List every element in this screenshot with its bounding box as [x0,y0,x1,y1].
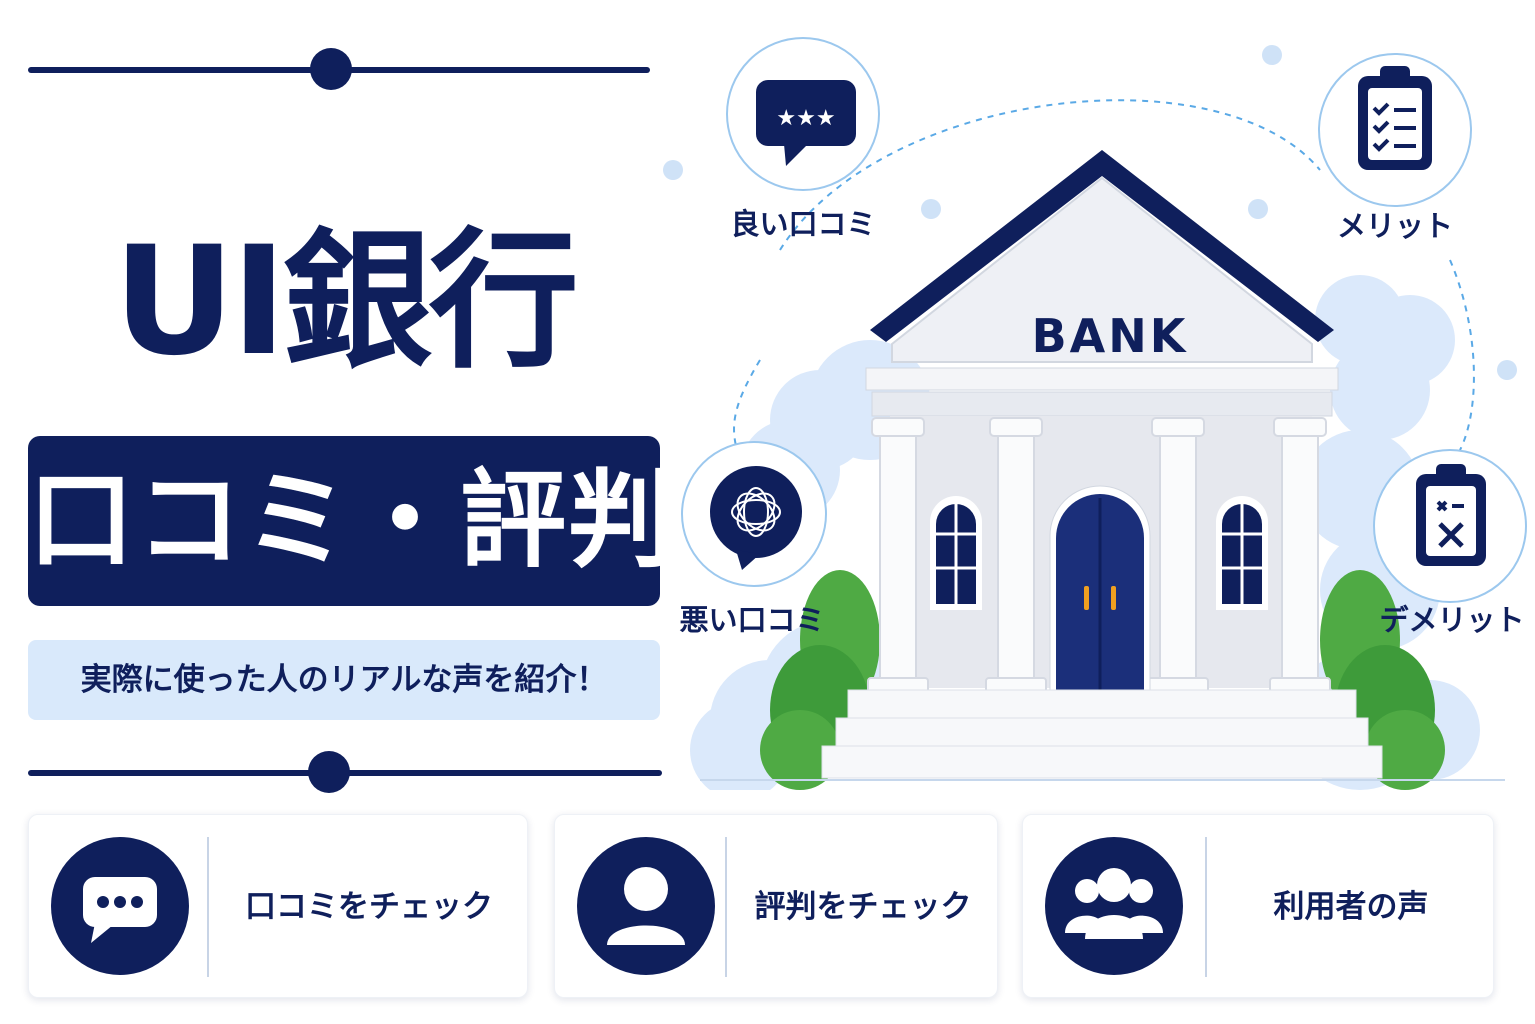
divider-knob [310,48,352,90]
bank-columns [867,417,1331,693]
group-icon [1045,837,1183,975]
bottom-divider [28,751,662,793]
user-icon [577,837,715,975]
card-label: 口コミをチェック [245,889,493,925]
card-separator [1205,837,1207,977]
tagline-text: 実際に使った人のリアルな声を紹介！ [80,662,608,698]
deco-dot [1248,199,1268,219]
badge-label-bad-reviews: 悪い口コミ [679,603,824,637]
badge-label-good-reviews: 良い口コミ [730,207,875,241]
checklist-clipboard-icon [1358,66,1432,170]
card-separator [725,837,727,977]
page-title: UI銀行 [113,215,579,389]
subtitle-text: 口コミ・評判 [28,459,676,582]
tagline-banner: 実際に使った人のリアルな声を紹介！ [28,640,660,720]
svg-text:★★★: ★★★ [776,106,835,131]
bank-window-right [1216,496,1268,610]
deco-dot [1497,360,1517,380]
card-label: 評判をチェック [754,889,972,925]
bank-steps [821,689,1383,779]
check-reputation-card[interactable]: 評判をチェック [554,814,998,998]
subtitle-banner: 口コミ・評判 [28,436,676,606]
card-label: 利用者の声 [1273,889,1429,925]
bank-door [1049,485,1151,691]
bank-entablature [865,367,1339,391]
merits-badge: メリット [1318,53,1472,243]
demerits-badge: デメリット [1373,449,1527,637]
cross-clipboard-icon [1416,464,1486,566]
badge-label-demerits: デメリット [1379,603,1524,637]
top-divider [28,48,650,90]
bank-illustration: BANK [663,37,1527,790]
check-reviews-card[interactable]: 口コミをチェック [28,814,528,998]
tree-left [760,570,880,790]
bank-window-left [930,496,982,610]
badge-label-merits: メリット [1337,209,1453,243]
bank-entablature-lower [871,391,1333,417]
card-separator [207,837,209,977]
bank-sign: BANK [1032,309,1189,363]
good-reviews-badge: ★★★ 良い口コミ [726,37,880,241]
star-speech-bubble-icon: ★★★ [756,80,856,166]
tangle-speech-bubble-icon [710,466,802,570]
chat-bubble-icon [51,837,189,975]
deco-dot [663,160,683,180]
deco-dot [1262,45,1282,65]
user-voices-card[interactable]: 利用者の声 [1022,814,1494,998]
divider-knob [308,751,350,793]
deco-dot [921,199,941,219]
bad-reviews-badge: 悪い口コミ [679,441,827,637]
bank-pediment [891,176,1313,363]
